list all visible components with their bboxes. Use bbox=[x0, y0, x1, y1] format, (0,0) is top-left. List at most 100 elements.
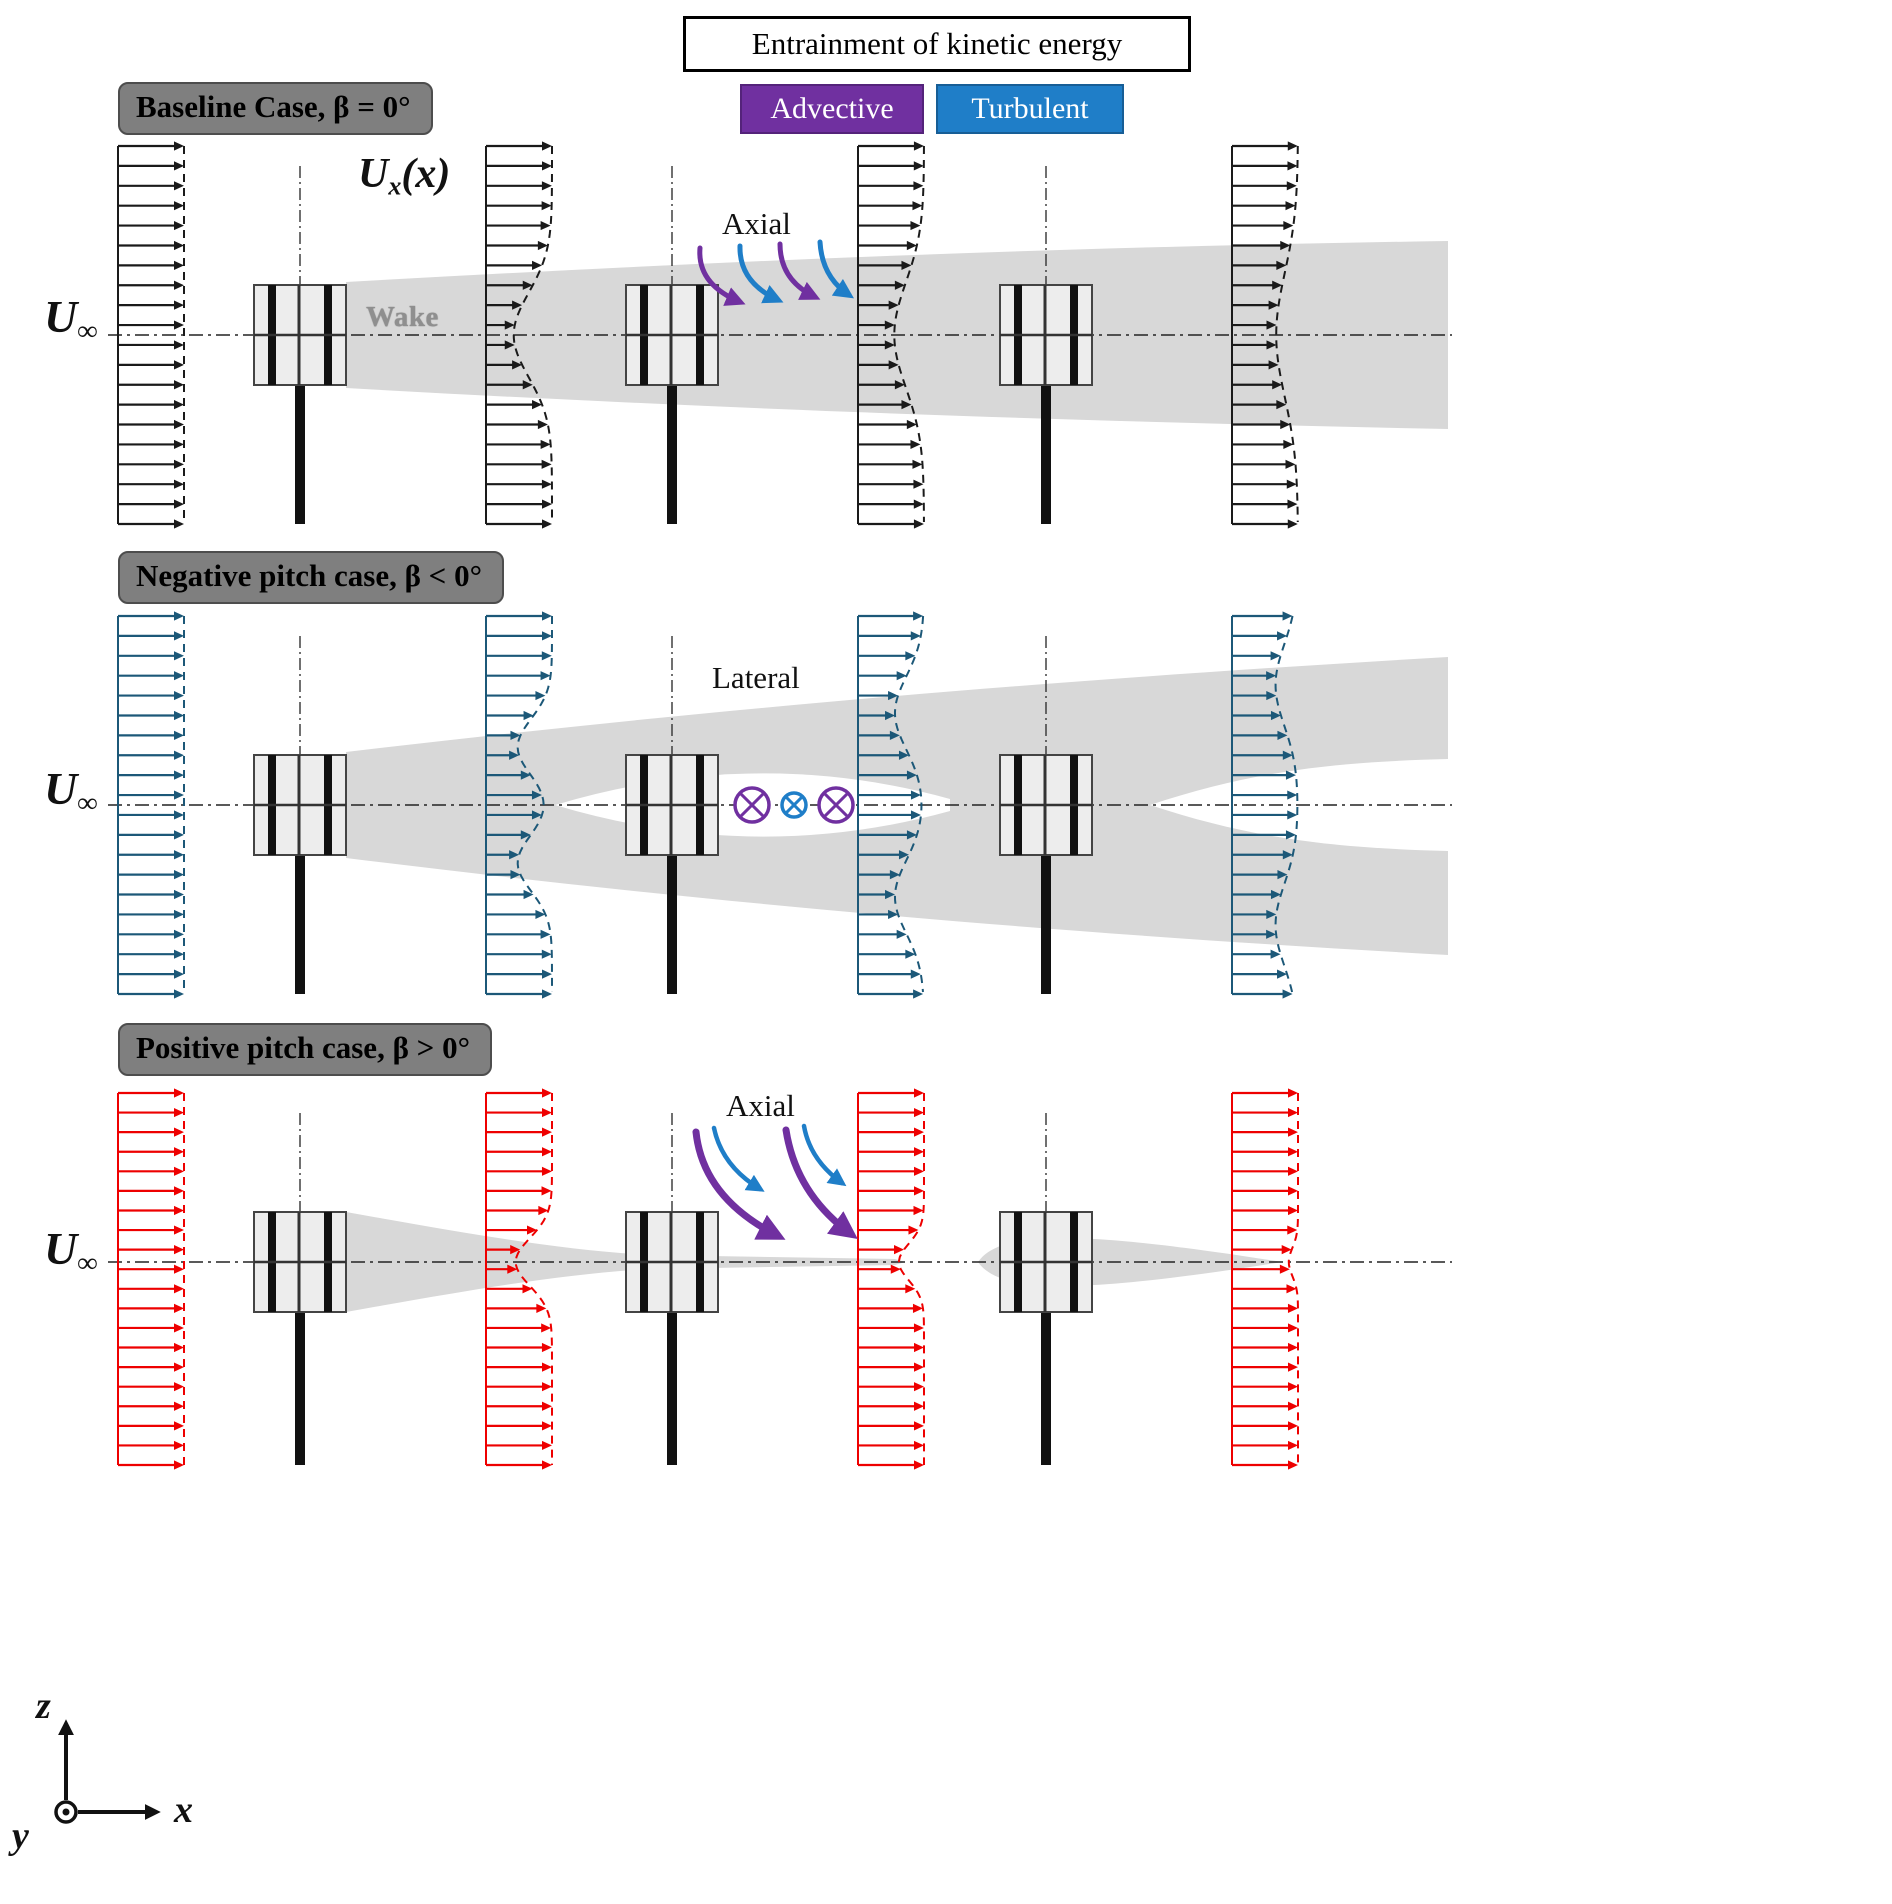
into-page-vortex-icon bbox=[780, 791, 808, 819]
velocity-arrowhead bbox=[914, 1421, 924, 1431]
velocity-arrowhead bbox=[906, 830, 917, 840]
velocity-arrowhead bbox=[542, 1127, 552, 1137]
velocity-arrowhead bbox=[532, 260, 543, 270]
velocity-arrowhead bbox=[174, 1323, 184, 1333]
entrainment-arrow bbox=[777, 241, 821, 300]
velocity-arrowhead bbox=[1288, 1382, 1298, 1392]
velocity-arrowhead bbox=[174, 1303, 184, 1313]
velocity-arrowhead bbox=[1282, 611, 1293, 621]
velocity-arrowhead bbox=[174, 1147, 184, 1157]
velocity-arrowhead bbox=[541, 1147, 552, 1157]
legend-title-box: Entrainment of kinetic energy bbox=[683, 16, 1191, 72]
velocity-arrowhead bbox=[174, 949, 184, 959]
velocity-arrowhead bbox=[523, 710, 534, 721]
velocity-arrowhead bbox=[522, 380, 533, 390]
velocity-arrowhead bbox=[894, 280, 905, 290]
velocity-arrowhead bbox=[1266, 671, 1277, 681]
velocity-arrowhead bbox=[541, 459, 552, 469]
velocity-arrowhead bbox=[174, 1225, 184, 1235]
velocity-arrowhead bbox=[884, 320, 895, 330]
velocity-arrowhead bbox=[174, 240, 184, 251]
velocity-arrowhead bbox=[896, 929, 907, 939]
velocity-arrowhead bbox=[1288, 1166, 1298, 1176]
wake-velocity-profile bbox=[1231, 141, 1299, 529]
velocity-arrowhead bbox=[1282, 850, 1293, 860]
entrainment-arrow bbox=[817, 239, 854, 299]
velocity-arrowhead bbox=[174, 479, 184, 489]
turbine-mast bbox=[295, 385, 305, 524]
velocity-arrowhead bbox=[509, 850, 520, 860]
velocity-arrowhead bbox=[896, 671, 907, 681]
velocity-arrowhead bbox=[512, 300, 523, 310]
wake-velocity-profile bbox=[857, 1088, 925, 1470]
velocity-arrowhead bbox=[884, 340, 895, 350]
velocity-arrowhead bbox=[174, 439, 184, 450]
velocity-arrowhead bbox=[1280, 240, 1291, 251]
velocity-arrowhead bbox=[1279, 1264, 1290, 1274]
velocity-arrowhead bbox=[1286, 1284, 1297, 1294]
velocity-arrowhead bbox=[1282, 989, 1293, 999]
entrainment-arrow bbox=[697, 245, 746, 306]
velocity-arrowhead bbox=[906, 240, 917, 251]
velocity-arrowhead bbox=[914, 1362, 924, 1372]
velocity-arrowhead bbox=[1276, 400, 1287, 410]
velocity-arrowhead bbox=[174, 400, 184, 410]
velocity-arrowhead bbox=[1281, 1245, 1292, 1255]
velocity-arrowhead bbox=[1270, 710, 1281, 721]
wake-velocity-profile bbox=[485, 1088, 553, 1470]
velocity-arrowhead bbox=[174, 790, 184, 800]
velocity-arrowhead bbox=[174, 1401, 184, 1411]
velocity-arrowhead bbox=[542, 1440, 552, 1451]
velocity-arrowhead bbox=[542, 1107, 552, 1118]
turbine bbox=[999, 636, 1093, 994]
velocity-arrowhead bbox=[1266, 929, 1277, 939]
velocity-arrowhead bbox=[510, 730, 521, 740]
velocity-arrowhead bbox=[913, 1205, 924, 1216]
velocity-arrowhead bbox=[894, 380, 905, 390]
velocity-arrowhead bbox=[541, 989, 552, 999]
velocity-arrowhead bbox=[536, 1303, 547, 1313]
velocity-arrowhead bbox=[537, 419, 548, 430]
velocity-arrowhead bbox=[174, 201, 184, 211]
velocity-arrowhead bbox=[888, 360, 899, 370]
velocity-arrowhead bbox=[890, 1264, 901, 1274]
legend-item-advective-label: Advective bbox=[770, 92, 894, 125]
velocity-arrowhead bbox=[910, 969, 921, 979]
velocity-arrowhead bbox=[174, 710, 184, 721]
velocity-arrowhead bbox=[1283, 220, 1294, 231]
velocity-arrowhead bbox=[541, 1362, 552, 1372]
velocity-arrowhead bbox=[174, 969, 184, 979]
velocity-arrowhead bbox=[541, 141, 552, 151]
velocity-arrowhead bbox=[898, 850, 909, 860]
velocity-arrowhead bbox=[913, 141, 924, 151]
velocity-arrowhead bbox=[509, 750, 520, 760]
turbine-mast bbox=[667, 855, 677, 994]
velocity-arrowhead bbox=[1277, 730, 1288, 740]
legend-title: Entrainment of kinetic energy bbox=[751, 26, 1123, 61]
velocity-arrowhead bbox=[520, 830, 531, 840]
inflow-velocity-profile bbox=[117, 1088, 185, 1470]
velocity-arrowhead bbox=[510, 870, 521, 880]
velocity-arrowhead bbox=[540, 439, 551, 450]
axial-entrainment-arrows-positive bbox=[692, 1123, 858, 1240]
velocity-arrowhead bbox=[174, 750, 184, 760]
turbine-mast bbox=[1041, 385, 1051, 524]
velocity-arrowhead bbox=[538, 1205, 549, 1216]
axial-entrainment-arrows-baseline bbox=[697, 239, 854, 306]
velocity-arrowhead bbox=[522, 280, 533, 290]
velocity-arrowhead bbox=[1288, 1127, 1298, 1137]
velocity-arrowhead bbox=[1287, 1303, 1298, 1313]
velocity-arrowhead bbox=[889, 730, 900, 740]
wake-velocity-profile bbox=[1231, 611, 1299, 999]
velocity-arrowhead bbox=[898, 750, 909, 760]
turbine-mast bbox=[1041, 1312, 1051, 1465]
velocity-arrowhead bbox=[1288, 1342, 1298, 1353]
velocity-arrowhead bbox=[541, 519, 552, 529]
velocity-arrowhead bbox=[174, 730, 184, 740]
entrainment-arrow bbox=[782, 1126, 858, 1239]
velocity-arrowhead bbox=[531, 790, 542, 800]
velocity-arrowhead bbox=[1288, 1460, 1298, 1470]
velocity-arrowhead bbox=[174, 631, 184, 641]
velocity-arrowhead bbox=[1268, 300, 1279, 310]
velocity-arrowhead bbox=[542, 1401, 552, 1411]
